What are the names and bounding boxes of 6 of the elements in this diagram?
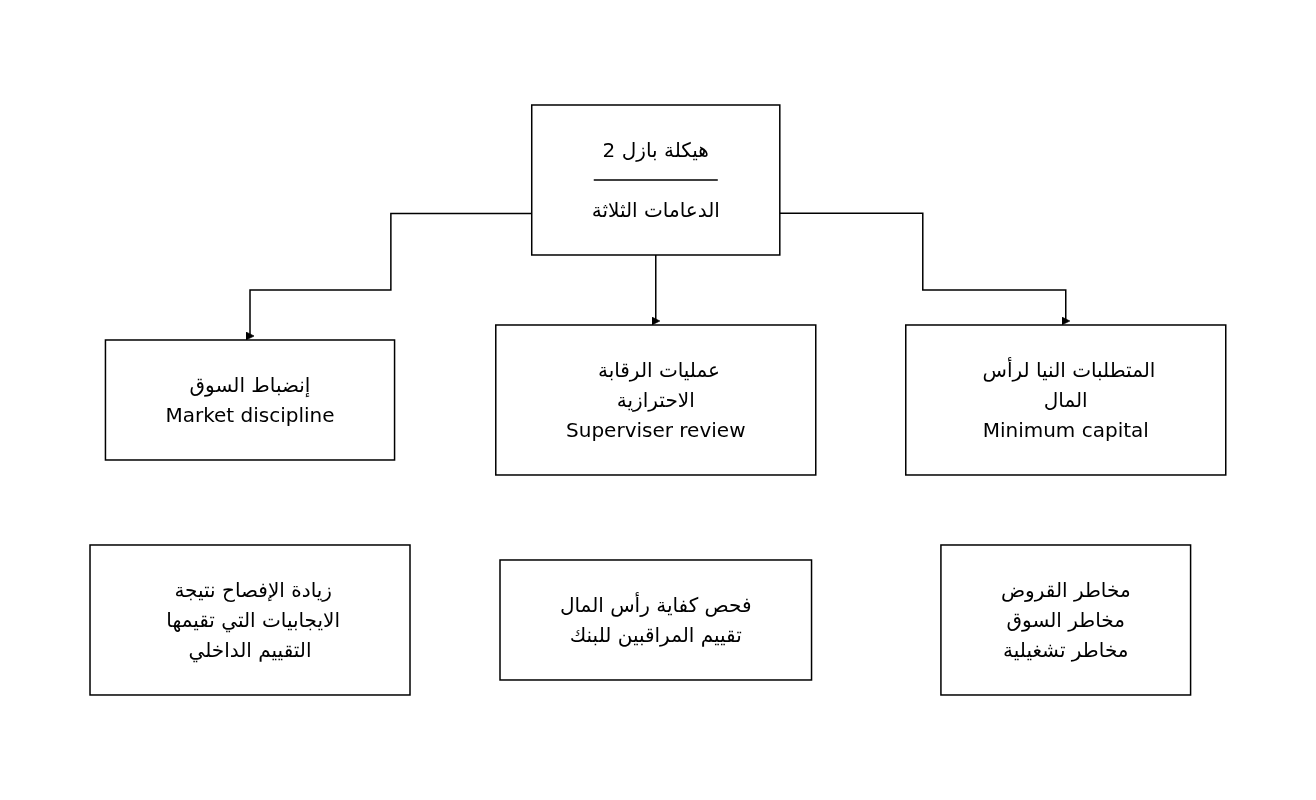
node-box: فحص كفاية رأس المال تقييم المراقبين للبنك	[499, 559, 813, 681]
arrow	[651, 254, 661, 326]
node-box: هيكلة بازل 2 الدعامات الثلاثة	[531, 104, 781, 256]
node-box: مخاطر القروض مخاطر السوق مخاطر تشغيلية	[940, 544, 1192, 696]
node-box: زيادة الإفصاح نتيجة الايجابيات التي تقيمها التقييم الداخلي	[89, 544, 411, 696]
arrow	[779, 212, 1071, 326]
